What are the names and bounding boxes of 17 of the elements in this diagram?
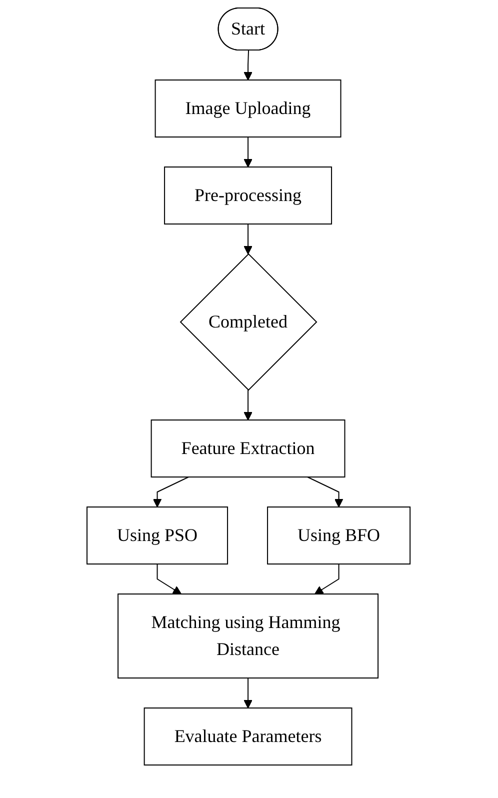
arrow <box>244 678 253 708</box>
node-box: Evaluate Parameters <box>144 708 353 766</box>
node-box: Feature Extraction <box>151 420 346 478</box>
arrow <box>244 50 253 80</box>
arrow <box>244 136 253 168</box>
node-box: Pre-processing <box>164 166 332 224</box>
arrow <box>307 476 344 508</box>
arrow <box>314 564 340 594</box>
node-box: Matching using Hamming Distance <box>118 594 379 678</box>
node-box: Image Uploading <box>155 80 342 138</box>
arrow <box>244 390 253 420</box>
arrow <box>153 476 190 508</box>
node-diamond: Completed <box>180 253 318 391</box>
arrow <box>244 224 253 254</box>
arrow <box>157 564 182 594</box>
node-box: Using PSO <box>86 506 228 564</box>
node-box: Using BFO <box>268 506 412 564</box>
